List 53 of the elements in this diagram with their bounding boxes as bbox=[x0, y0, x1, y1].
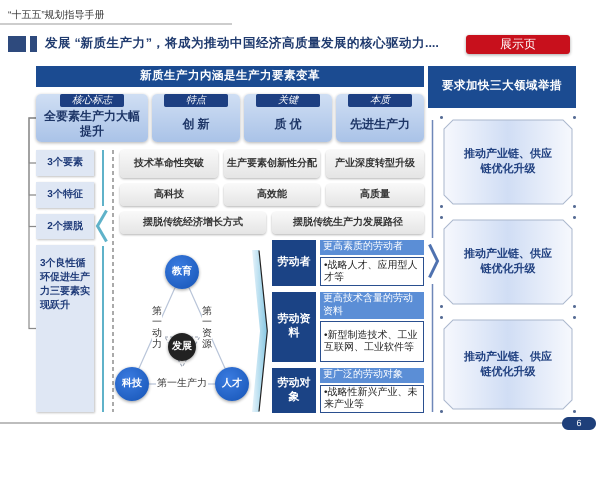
edge-label: 第一资源 bbox=[202, 305, 212, 351]
card-title: 创 新 bbox=[182, 116, 210, 132]
category-cell: 劳动者 bbox=[272, 240, 316, 286]
subheading-bar: 更高技术含量的劳动资料 bbox=[320, 292, 424, 319]
page-number-badge: 6 bbox=[562, 417, 596, 430]
detail-cell: •战略人才、应用型人才等 bbox=[320, 257, 424, 286]
feature-card bbox=[336, 94, 424, 142]
category-cell: 劳动对象 bbox=[272, 368, 316, 413]
keyword-card: 摆脱传统生产力发展路径 bbox=[272, 212, 424, 234]
keyword-card: 高质量 bbox=[326, 184, 424, 206]
tag-label: 本质 bbox=[348, 94, 412, 107]
subheading-bar: 更广泛的劳动对象 bbox=[320, 368, 424, 383]
center-circle: 发展 bbox=[168, 333, 196, 361]
edge-label: 第一动力 bbox=[152, 305, 162, 351]
summary-card: 3个要素 bbox=[36, 150, 94, 176]
topic-circle: 教育 bbox=[165, 255, 199, 289]
tag-label: 核心标志 bbox=[60, 94, 124, 107]
title-text: 发展 “新质生产力”，将成为推动中国经济高质量发展的核心驱动力.... bbox=[45, 35, 439, 52]
header-band: 要求加快三大领域举措 bbox=[428, 66, 576, 108]
tag-label: 特点 bbox=[164, 94, 228, 107]
tree-connector bbox=[28, 117, 36, 330]
measure-card bbox=[440, 316, 576, 413]
card-title: 全要素生产力大幅提升 bbox=[43, 109, 141, 139]
measure-card bbox=[440, 216, 576, 308]
keyword-card: 技术革命性突破 bbox=[120, 150, 218, 178]
card-text: 推动产业链、供应链优化升级 bbox=[462, 147, 553, 177]
summary-card: 3个良性循环促进生产力三要素实现跃升 bbox=[36, 245, 94, 412]
subheading-bar: 更高素质的劳动者 bbox=[320, 240, 424, 255]
card-title: 质 优 bbox=[274, 116, 302, 132]
card-text: 推动产业链、供应链优化升级 bbox=[462, 350, 553, 380]
summary-card: 2个摆脱 bbox=[36, 214, 94, 239]
card-text: 推动产业链、供应链优化升级 bbox=[462, 247, 553, 277]
detail-cell: •战略性新兴产业、未来产业等 bbox=[320, 385, 424, 413]
summary-card: 3个特征 bbox=[36, 182, 94, 208]
keyword-card: 高科技 bbox=[120, 184, 218, 206]
card-title: 先进生产力 bbox=[350, 116, 410, 132]
header-text: “十五五”规划指导手册 bbox=[8, 8, 105, 22]
tag-label: 关键 bbox=[256, 94, 320, 107]
keyword-card: 摆脱传统经济增长方式 bbox=[120, 212, 266, 234]
feature-card bbox=[152, 94, 240, 142]
header-band: 新质生产力内涵是生产力要素变革 bbox=[36, 66, 424, 87]
measure-card bbox=[440, 116, 576, 208]
keyword-card: 高效能 bbox=[224, 184, 320, 206]
tag-button: 展示页 bbox=[466, 35, 570, 54]
detail-cell: •新型制造技术、工业互联网、工业软件等 bbox=[320, 321, 424, 362]
topic-circle: 科技 bbox=[115, 367, 149, 401]
topic-circle: 人才 bbox=[215, 367, 249, 401]
keyword-card: 生产要素创新性分配 bbox=[224, 150, 320, 178]
feature-card bbox=[36, 94, 148, 142]
keyword-card: 产业深度转型升级 bbox=[326, 150, 424, 178]
edge-label: 第一生产力 bbox=[156, 378, 208, 390]
feature-card bbox=[244, 94, 332, 142]
category-cell: 劳动资料 bbox=[272, 292, 316, 362]
